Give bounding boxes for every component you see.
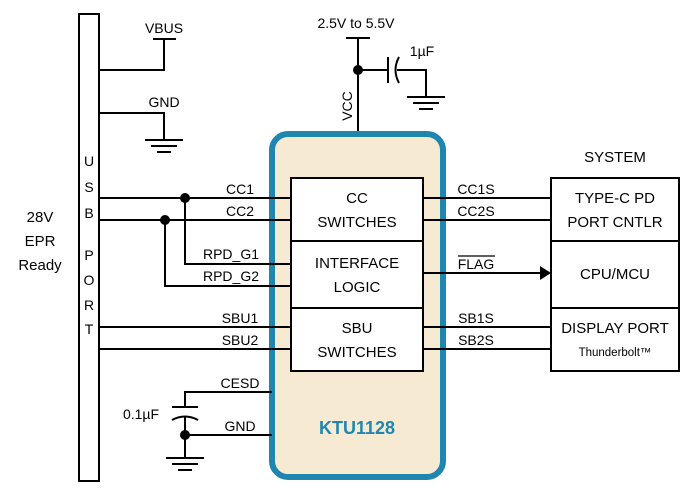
display-port-label: DISPLAY PORT <box>561 320 669 337</box>
flag-arrow-head <box>540 266 551 280</box>
display-port-block <box>550 307 680 372</box>
cc-switches-line1: CC <box>346 190 368 207</box>
sbu-switches-line2: SWITCHES <box>317 344 396 361</box>
rpd-g2-wire <box>164 220 291 287</box>
rpd-g1-label: RPD_G1 <box>203 246 259 262</box>
cap-ground-wire <box>397 69 427 97</box>
usb-letter-t: T <box>85 321 94 337</box>
supply-label: 2.5V to 5.5V <box>317 15 395 31</box>
flag-label: FLAG <box>458 256 495 272</box>
ground-symbol-top <box>145 139 183 153</box>
sbu-switches-line1: SBU <box>342 320 373 337</box>
cc2-label: CC2 <box>226 203 254 219</box>
pd-controller-block <box>550 177 680 242</box>
ground-symbol-bottom <box>166 457 204 471</box>
gnd-top-wire <box>99 112 165 140</box>
system-title: SYSTEM <box>584 149 646 166</box>
usb-letter-o: O <box>84 272 95 288</box>
pd-controller-line2: PORT CNTLR <box>567 214 662 231</box>
interface-logic-block <box>290 240 424 309</box>
cap-0-1uf-label: 0.1µF <box>123 406 159 422</box>
usb-letter-p: P <box>84 247 93 263</box>
cc1s-label: CC1S <box>457 181 494 197</box>
vbus-wire <box>99 39 165 71</box>
gnd-bottom-label: GND <box>224 418 255 434</box>
capacitor-1uf <box>387 56 400 84</box>
gnd-top-label: GND <box>148 94 179 110</box>
vcc-label: VCC <box>339 91 355 121</box>
sbu2-label: SBU2 <box>222 332 259 348</box>
rpd-g2-label: RPD_G2 <box>203 268 259 284</box>
sbu-switches-block <box>290 307 424 372</box>
sbu1-label: SBU1 <box>222 310 259 326</box>
usb-letter-b: B <box>84 205 93 221</box>
epr-label-line1: 28V <box>27 209 54 226</box>
interface-logic-line1: INTERFACE <box>315 255 399 272</box>
usb-letter-u: U <box>84 153 94 169</box>
pd-controller-line1: TYPE-C PD <box>575 190 655 207</box>
rpd-g1-wire <box>184 198 291 265</box>
cap-1uf-label: 1µF <box>410 43 434 59</box>
cesd-wire <box>184 391 272 407</box>
sb2s-label: SB2S <box>458 332 494 348</box>
epr-label-line3: Ready <box>18 257 62 274</box>
ground-symbol-cap <box>407 96 445 110</box>
usb-letter-s: S <box>84 179 93 195</box>
cpu-mcu-label: CPU/MCU <box>580 266 650 283</box>
cc1-label: CC1 <box>226 181 254 197</box>
sb1s-label: SB1S <box>458 310 494 326</box>
cc2s-label: CC2S <box>457 203 494 219</box>
cpu-mcu-block <box>550 240 680 309</box>
usb-letter-r: R <box>84 297 94 313</box>
interface-logic-line2: LOGIC <box>334 279 381 296</box>
epr-label-line2: EPR <box>25 233 56 250</box>
cc-switches-block <box>290 177 424 242</box>
chip-name: KTU1128 <box>319 418 395 438</box>
vbus-label: VBUS <box>145 20 183 36</box>
cc-switches-line2: SWITCHES <box>317 214 396 231</box>
thunderbolt-label: Thunderbolt™ <box>579 347 652 359</box>
usb-port-bar <box>78 13 100 482</box>
cesd-label: CESD <box>221 375 260 391</box>
